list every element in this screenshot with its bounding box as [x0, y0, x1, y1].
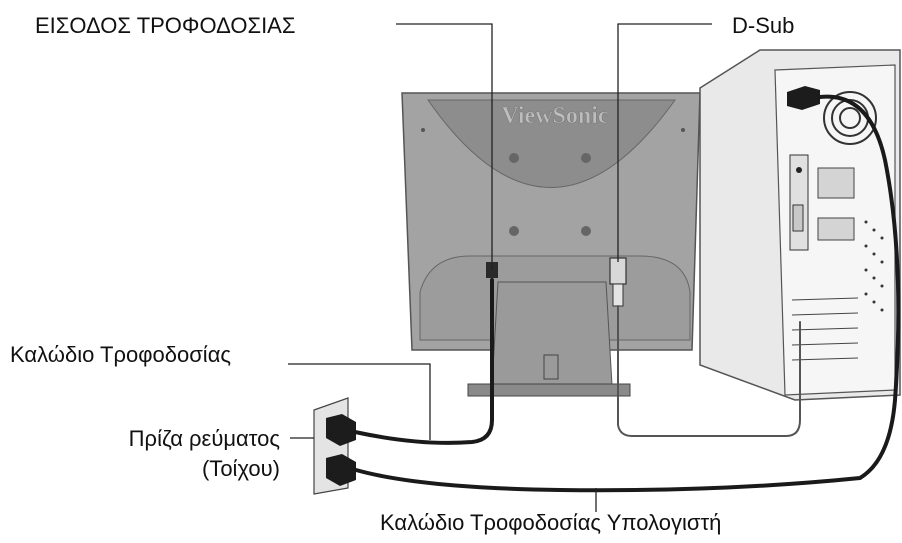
serial-port: [792, 204, 804, 232]
monitor-back-bulge: [427, 99, 676, 188]
outlet-plug: [326, 414, 356, 446]
cables: [353, 94, 901, 493]
label-power-input: ΕΙΣΟΔΟΣ ΤΡΟΦΟΔΟΣΙΑΣ: [35, 13, 296, 38]
vent-holes: [864, 220, 884, 312]
label-computer-power-cable: Καλώδιο Τροφοδοσίας Υπολογιστή: [380, 510, 722, 535]
vesa-screw: [581, 153, 591, 163]
dsub-cable: [617, 305, 801, 437]
pc-power-cable: [354, 94, 901, 493]
expansion-slots: [791, 297, 859, 361]
psu-socket: [787, 86, 820, 110]
vesa-screw: [581, 226, 591, 236]
label-dsub: D-Sub: [732, 13, 795, 38]
leader-power-cable: [288, 363, 431, 440]
card-slot: [817, 167, 855, 199]
stand-base: [467, 383, 631, 397]
stand-clip: [543, 354, 559, 380]
computer-tower: [699, 49, 901, 401]
vesa-screw: [509, 226, 519, 236]
vesa-screw: [509, 153, 519, 163]
monitor-power-cable: [353, 278, 494, 445]
leader-power-input: [396, 23, 493, 270]
corner-screw: [681, 128, 685, 132]
dsub-plug: [612, 283, 624, 307]
audio-port: [796, 167, 802, 173]
monitor-brand: ViewSonic: [501, 103, 608, 129]
label-outlet-line2: (Τοίχου): [201, 456, 280, 481]
outlet-plug: [326, 454, 356, 486]
monitor-stand: [467, 281, 631, 397]
label-power-cable: Καλώδιο Τροφοδοσίας: [10, 342, 232, 367]
leader-lines: [288, 23, 712, 512]
leader-dsub: [617, 23, 712, 262]
label-outlet-line1: Πρίζα ρεύματος: [128, 426, 280, 451]
wall-outlet: [313, 397, 356, 495]
card-slot: [817, 217, 855, 241]
stand-neck: [491, 281, 613, 386]
corner-screw: [421, 128, 425, 132]
